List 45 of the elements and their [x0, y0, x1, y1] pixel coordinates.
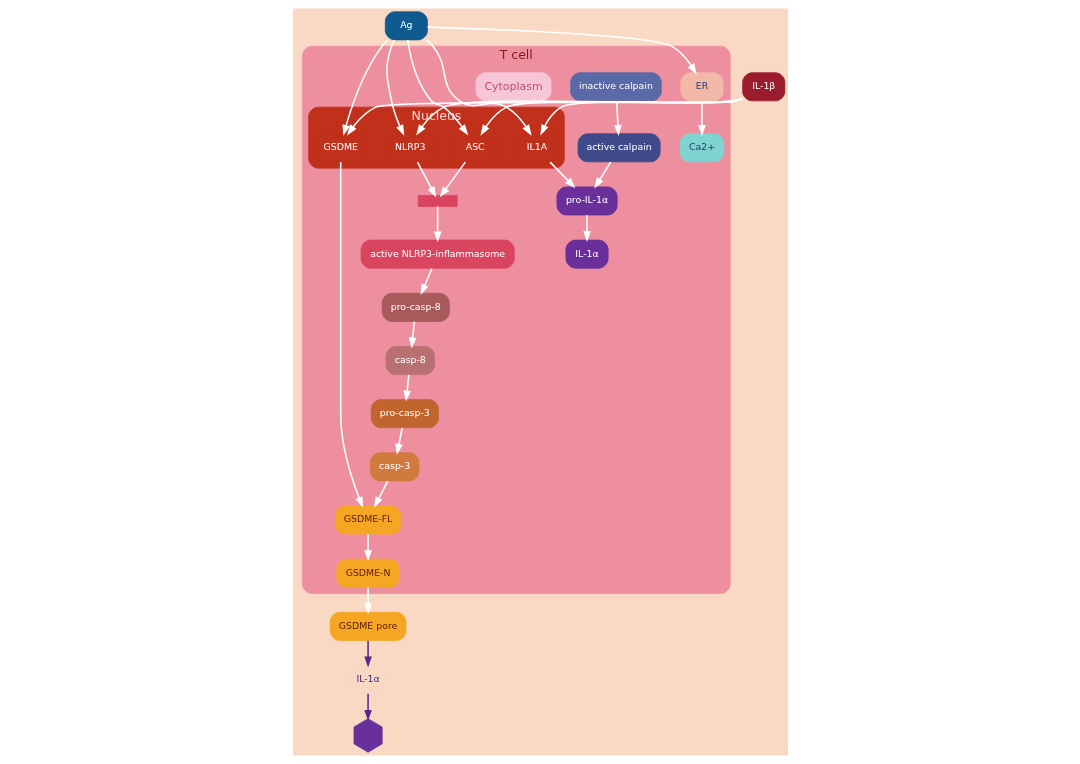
- node-text: IL-1α: [355, 672, 380, 684]
- arrow: [548, 161, 575, 189]
- arrow: [426, 26, 697, 75]
- node-box: casp-8: [385, 346, 435, 375]
- arrow: [385, 39, 404, 136]
- node-text: GSDME: [322, 141, 358, 153]
- arrow: [373, 480, 388, 508]
- arrow: [394, 427, 403, 455]
- node-text: NLRP3: [394, 141, 425, 153]
- arrow: [363, 693, 372, 721]
- arrow: [420, 267, 433, 296]
- node-box: GSDME pore: [329, 611, 406, 641]
- arrow: [433, 205, 441, 243]
- arrow: [593, 161, 611, 189]
- node-box: ER: [680, 72, 723, 102]
- node-box: pro-casp-8: [381, 292, 450, 322]
- node-box: Ca2+: [679, 133, 724, 163]
- arrow: [363, 639, 372, 668]
- arrow: [339, 161, 363, 508]
- arrow: [613, 100, 622, 136]
- arrow: [415, 97, 743, 136]
- node-box: IL-1β: [741, 72, 785, 102]
- node-box: IL-1α: [565, 239, 609, 269]
- arrow: [582, 214, 591, 243]
- node-box: GSDME-N: [335, 558, 400, 588]
- node-text: IL1A: [526, 141, 547, 153]
- node-box: GSDME-FL: [334, 505, 401, 535]
- arrow: [408, 320, 416, 349]
- label: Cytoplasm: [483, 79, 543, 93]
- arrow: [363, 586, 372, 615]
- arrow: [406, 39, 468, 136]
- node-bar: [417, 195, 458, 207]
- node-hexagon: [353, 718, 383, 753]
- node-box: pro-casp-3: [370, 399, 439, 429]
- arrow: [363, 533, 372, 562]
- node-box: active NLRP3-inflammasome: [360, 239, 515, 269]
- node-box: active calpain: [577, 133, 661, 163]
- node-box: inactive calpain: [569, 72, 662, 102]
- node-box: Ag: [384, 11, 428, 41]
- arrow: [346, 97, 743, 136]
- node-text: ASC: [465, 141, 485, 153]
- node-box: casp-3: [369, 452, 419, 482]
- arrow: [425, 39, 532, 136]
- node-box: pro-IL-1α: [556, 186, 618, 216]
- arrow: [342, 39, 388, 136]
